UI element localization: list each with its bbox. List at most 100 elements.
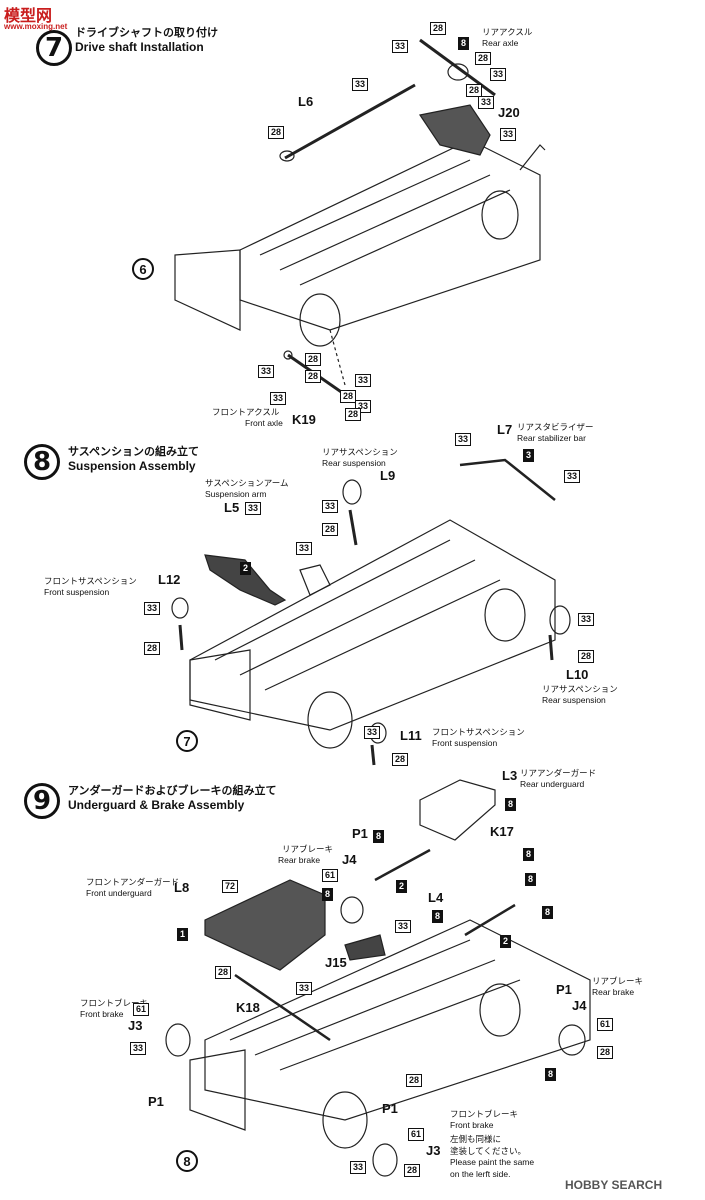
rear-axle-label-en: Rear axle xyxy=(482,38,519,48)
step8-title-jp: サスペンションの組み立て xyxy=(68,445,200,458)
badge-33: 33 xyxy=(258,365,275,378)
watermark-logo: 模型网 xyxy=(4,8,53,25)
badge-28: 28 xyxy=(144,642,161,655)
step8-rear-susp-right xyxy=(548,605,571,661)
rear-brake-label-en: Rear brake xyxy=(278,855,321,865)
part-l3: L3 xyxy=(502,768,518,783)
part-l11: L11 xyxy=(400,728,422,743)
badge-33: 33 xyxy=(144,602,161,615)
watermark-url: www.moxing.net xyxy=(4,22,68,31)
part-k19: K19 xyxy=(292,412,316,427)
front-brake2-label-jp: フロントブレーキ xyxy=(450,1110,519,1120)
badge-33: 33 xyxy=(578,613,595,626)
rear-stab-label-jp: リアスタビライザー xyxy=(517,423,594,433)
rear-axle-label-jp: リアアクスル xyxy=(482,28,533,38)
step9-rear-brake-left xyxy=(340,896,364,924)
badge-28: 28 xyxy=(322,523,339,536)
part-l6: L6 xyxy=(298,94,314,109)
badge-1: 1 xyxy=(177,928,189,941)
front-susp-label-en: Front suspension xyxy=(44,587,110,597)
part-l8: L8 xyxy=(174,880,190,895)
badge-2: 2 xyxy=(240,562,252,575)
part-k17: K17 xyxy=(490,824,514,839)
part-l5: L5 xyxy=(224,500,240,515)
ref-step6: 6 xyxy=(132,258,154,280)
step7-j20 xyxy=(419,104,491,156)
badge-28: 28 xyxy=(406,1074,423,1087)
badge-61: 61 xyxy=(597,1018,614,1031)
front-axle-label-jp: フロントアクスル xyxy=(212,408,280,418)
badge-33: 33 xyxy=(455,433,472,446)
badge-33: 33 xyxy=(322,500,339,513)
badge-28: 28 xyxy=(404,1164,421,1177)
badge-8: 8 xyxy=(432,910,444,923)
step8-number: 8 xyxy=(24,444,60,480)
badge-33: 33 xyxy=(490,68,507,81)
susp-arm-label-en: Suspension arm xyxy=(205,489,267,499)
part-j15: J15 xyxy=(325,955,347,970)
step9-j15 xyxy=(344,934,386,961)
badge-8: 8 xyxy=(523,848,535,861)
badge-3: 3 xyxy=(523,449,535,462)
badge-33: 33 xyxy=(296,542,313,555)
step9-tie-rod xyxy=(234,973,331,1042)
part-l4: L4 xyxy=(428,890,444,905)
step8-front-susp-left xyxy=(171,597,189,651)
paint-note-en-2: on the lerft side. xyxy=(450,1169,511,1179)
badge-33: 33 xyxy=(478,96,495,109)
rear-brake2-label-jp: リアブレーキ xyxy=(592,977,644,987)
badge-33: 33 xyxy=(395,920,412,933)
front-brake-label-jp: フロントブレーキ xyxy=(80,999,149,1009)
part-p1: P1 xyxy=(352,826,368,841)
front-axle-label-en: Front axle xyxy=(245,418,283,428)
step9-rear-guard xyxy=(419,779,496,841)
badge-72: 72 xyxy=(222,880,239,893)
part-p1: P1 xyxy=(556,982,572,997)
front-susp2-label-jp: フロントサスペンション xyxy=(432,728,525,738)
rear-brake-label-jp: リアブレーキ xyxy=(282,845,334,855)
badge-33: 33 xyxy=(245,502,262,515)
rear-brake2-label-en: Rear brake xyxy=(592,987,635,997)
rear-susp-label-jp: リアサスペンション xyxy=(322,448,398,458)
badge-2: 2 xyxy=(500,935,512,948)
badge-8: 8 xyxy=(545,1068,557,1081)
step7-rear-axle xyxy=(419,38,496,97)
badge-28: 28 xyxy=(475,52,492,65)
part-j3: J3 xyxy=(426,1143,441,1158)
rear-stab-label-en: Rear stabilizer bar xyxy=(517,433,586,443)
step8-arm2 xyxy=(299,564,331,596)
step9-front-brake-left xyxy=(165,1023,191,1057)
step8-chassis xyxy=(189,519,556,749)
badge-61: 61 xyxy=(322,869,339,882)
badge-8: 8 xyxy=(505,798,517,811)
paint-note-jp-2: 塗装してください。 xyxy=(450,1147,526,1157)
badge-8: 8 xyxy=(542,906,554,919)
part-k18: K18 xyxy=(236,1000,260,1015)
badge-28: 28 xyxy=(215,966,232,979)
badge-2: 2 xyxy=(396,880,408,893)
step7-number: 7 xyxy=(36,30,72,66)
badge-28: 28 xyxy=(578,650,595,663)
badge-33: 33 xyxy=(296,982,313,995)
step9-front-guard xyxy=(204,879,326,971)
step9-title-jp: アンダーガードおよびブレーキの組み立て xyxy=(68,784,277,797)
step7-title-jp: ドライブシャフトの取り付け xyxy=(75,26,218,39)
part-l12: L12 xyxy=(158,572,181,587)
badge-33: 33 xyxy=(500,128,517,141)
step9-title-en: Underguard & Brake Assembly xyxy=(68,798,245,812)
badge-28: 28 xyxy=(268,126,285,139)
badge-28: 28 xyxy=(430,22,447,35)
badge-33: 33 xyxy=(270,392,287,405)
badge-8: 8 xyxy=(458,37,470,50)
susp-arm-label-jp: サスペンションアーム xyxy=(205,479,289,489)
badge-8: 8 xyxy=(373,830,385,843)
rear-susp-label-en: Rear suspension xyxy=(322,458,386,468)
step8-stab xyxy=(459,458,556,501)
watermark-footer: HOBBY SEARCH xyxy=(565,1178,663,1192)
badge-33: 33 xyxy=(350,1161,367,1174)
badge-28: 28 xyxy=(340,390,357,403)
front-guard-label-jp: フロントアンダーガード xyxy=(86,878,180,888)
badge-33: 33 xyxy=(364,726,381,739)
rear-guard-label-jp: リアアンダーガード xyxy=(520,769,597,779)
front-susp2-label-en: Front suspension xyxy=(432,738,498,748)
